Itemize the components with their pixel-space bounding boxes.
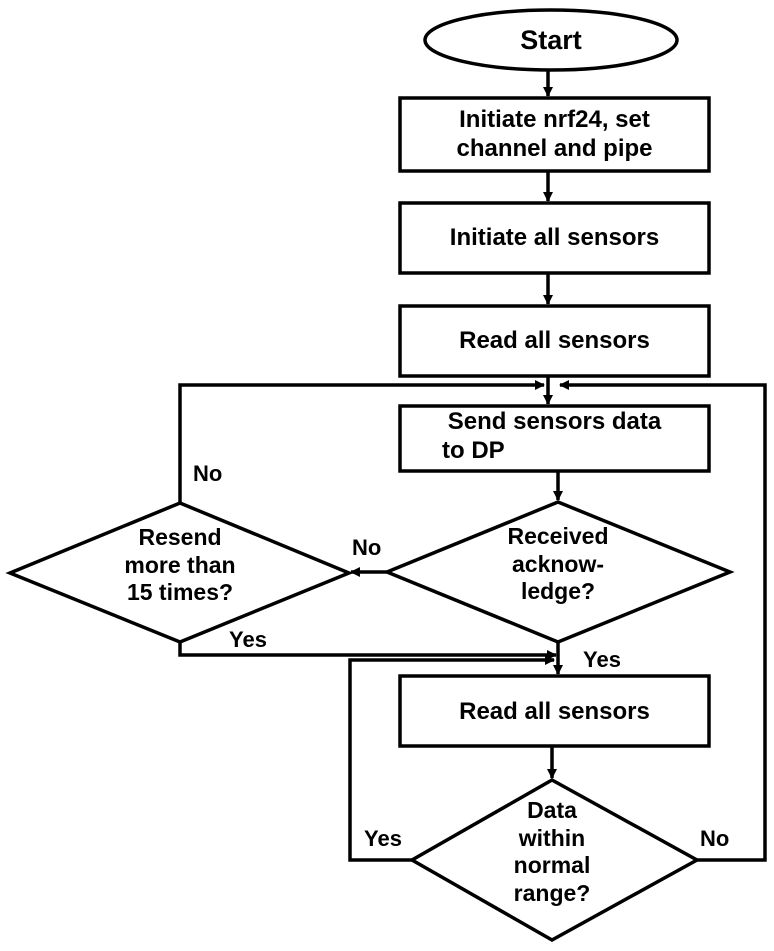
read-sensors-box-2 bbox=[398, 674, 711, 748]
resend-label: Resend more than 15 times? bbox=[80, 524, 280, 607]
received-ack-line-1: Received bbox=[507, 523, 609, 549]
init-nrf-line-2: channel and pipe bbox=[456, 134, 653, 162]
init-sensors-label: Initiate all sensors bbox=[449, 224, 660, 251]
connector-resend-yes bbox=[178, 642, 557, 660]
received-ack-label: Received acknow- ledge? bbox=[458, 523, 658, 606]
data-normal-line-4: range? bbox=[513, 879, 591, 906]
resend-yes-label: Yes bbox=[229, 627, 267, 652]
init-sensors-box bbox=[398, 201, 711, 275]
data-normal-label: Data within normal range? bbox=[472, 797, 632, 907]
resend-line-3: 15 times? bbox=[126, 579, 234, 606]
connector-normal-no bbox=[559, 380, 767, 862]
received-ack-line-3: ledge? bbox=[520, 578, 596, 605]
normal-no-label: No bbox=[700, 826, 730, 851]
send-data-label: Send sensors data to DP bbox=[402, 408, 707, 466]
ack-yes-label: Yes bbox=[583, 647, 621, 672]
start-terminal bbox=[423, 8, 679, 72]
read-sensors-box-1 bbox=[398, 304, 711, 378]
init-nrf-line-1: Initiate nrf24, set bbox=[459, 106, 650, 133]
resend-line-2: more than bbox=[124, 551, 236, 578]
send-data-line-2: to DP bbox=[442, 436, 505, 464]
read-sensors-label-1: Read all sensors bbox=[459, 327, 650, 354]
data-normal-diamond bbox=[408, 777, 701, 943]
start-label: Start bbox=[520, 25, 582, 55]
ack-no-label: No bbox=[352, 535, 382, 560]
read-sensors-label-2: Read all sensors bbox=[459, 698, 650, 725]
normal-yes-label: Yes bbox=[364, 826, 402, 851]
send-data-line-1: Send sensors data bbox=[447, 408, 662, 435]
connector-normal-yes bbox=[348, 655, 555, 862]
send-data-box bbox=[398, 404, 711, 473]
data-normal-line-1: Data bbox=[527, 797, 577, 823]
resend-line-1: Resend bbox=[138, 524, 222, 550]
received-ack-line-2: acknow- bbox=[511, 550, 605, 577]
data-normal-line-3: normal bbox=[513, 852, 591, 879]
init-nrf-box bbox=[398, 96, 711, 173]
init-nrf-label: Initiate nrf24, set channel and pipe bbox=[402, 106, 707, 164]
data-normal-line-2: within bbox=[518, 824, 586, 851]
resend-no-label: No bbox=[193, 461, 223, 486]
connector-resend-no bbox=[178, 380, 545, 503]
